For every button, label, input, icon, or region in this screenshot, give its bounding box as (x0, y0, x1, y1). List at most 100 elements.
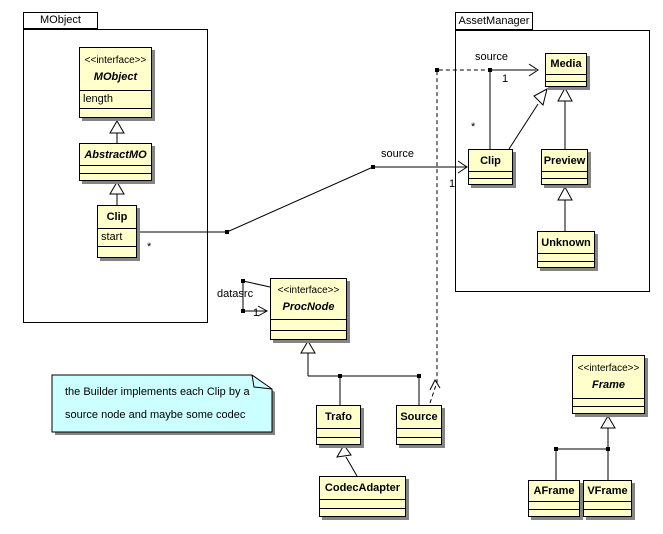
class-compartment (320, 508, 405, 518)
class-preview[interactable]: Preview (541, 149, 588, 185)
class-compartment (529, 509, 579, 518)
class-compartment (546, 81, 586, 88)
class-unknown[interactable]: Unknown (537, 231, 595, 268)
generalization-trafo-source-procnode[interactable] (300, 340, 421, 405)
class-title: Trafo (317, 406, 360, 428)
note-line: source node and maybe some codec (65, 409, 246, 421)
class-compartment (317, 437, 360, 446)
self-association-datasrc[interactable] (241, 279, 271, 317)
class-compartment (584, 509, 631, 518)
class-compartment (538, 261, 594, 269)
mult-one-datasrc: 1 (253, 307, 260, 319)
class-name: Frame (591, 379, 626, 391)
class-compartment (538, 253, 594, 261)
class-media[interactable]: Media (545, 53, 587, 87)
class-title: Unknown (538, 232, 594, 253)
class-procnode[interactable]: <<interface>> ProcNode (270, 278, 347, 340)
generalization-codecadapter-trafo[interactable] (336, 444, 358, 477)
class-compartment (529, 501, 579, 509)
class-name: Clip (480, 154, 501, 167)
class-title: VFrame (584, 481, 631, 501)
class-name: Unknown (541, 236, 591, 249)
class-name: VFrame (587, 485, 628, 497)
generalization-clip-abstractmo[interactable] (109, 181, 125, 205)
class-compartment (271, 330, 346, 341)
class-codecadapter[interactable]: CodecAdapter (319, 476, 406, 517)
class-title: Media (546, 54, 586, 74)
note-shape[interactable] (51, 374, 275, 435)
class-compartment (573, 398, 644, 406)
class-compartment (542, 178, 587, 186)
generalization-aframe-vframe-frame[interactable] (554, 415, 616, 480)
class-compartment (320, 499, 405, 508)
class-name: Preview (543, 154, 586, 167)
class-title: Source (397, 406, 441, 428)
class-compartment (542, 171, 587, 178)
class-name: CodecAdapter (324, 482, 401, 494)
class-compartment (317, 428, 360, 437)
association-clip-to-clip[interactable] (137, 160, 468, 234)
class-source[interactable]: Source (396, 405, 442, 445)
package-tab-assetmanager[interactable]: AssetManager (455, 12, 533, 30)
class-title: <<interface>> MObject (80, 48, 151, 90)
class-title: Clip (469, 150, 512, 171)
class-compartment (80, 173, 151, 182)
package-tab-mobject[interactable]: MObject (23, 12, 98, 29)
stereotype-label: <<interface>> (577, 363, 640, 374)
class-mobject-interface[interactable]: <<interface>> MObject length (79, 47, 152, 118)
class-compartment (584, 501, 631, 509)
note-text[interactable]: the Builder implements each Clip by a sou… (65, 381, 265, 427)
class-name: AbstractMO (84, 148, 147, 161)
label-datasrc: datasrc (217, 288, 254, 300)
class-name: Trafo (325, 411, 352, 423)
mult-star-clip2clip: * (147, 241, 152, 253)
class-abstractmo[interactable]: AbstractMO (79, 143, 152, 181)
class-title: <<interface>> ProcNode (271, 279, 346, 319)
class-compartment (469, 178, 512, 186)
class-clip-mobject[interactable]: Clip start (97, 205, 137, 258)
class-title: Preview (542, 150, 587, 171)
generalization-abstractmo-mobject[interactable] (109, 120, 125, 143)
association-clip-to-media[interactable] (488, 63, 539, 149)
class-compartment (469, 171, 512, 178)
class-aframe[interactable]: AFrame (528, 480, 580, 517)
class-trafo[interactable]: Trafo (316, 405, 361, 445)
generalization-unknown-preview[interactable] (557, 185, 573, 231)
class-compartment (397, 428, 441, 437)
class-name: Media (550, 58, 582, 70)
class-compartment: start (98, 228, 136, 246)
stereotype-label: <<interface>> (277, 285, 340, 296)
class-clip-assetmanager[interactable]: Clip (468, 149, 513, 185)
generalization-preview-media[interactable] (557, 86, 573, 149)
mult-one-clip2clip: 1 (449, 178, 456, 190)
class-name: Clip (106, 211, 128, 223)
class-name: Source (400, 411, 438, 423)
class-name: AFrame (533, 485, 575, 497)
class-compartment (98, 246, 136, 259)
class-name: ProcNode (282, 301, 335, 313)
class-compartment (546, 74, 586, 81)
stereotype-label: <<interface>> (84, 55, 147, 66)
class-compartment (271, 319, 346, 330)
class-title: CodecAdapter (320, 477, 405, 499)
mult-one-clip2media: 1 (502, 73, 509, 85)
label-source-clip2clip: source (381, 148, 415, 160)
class-title: AbstractMO (80, 144, 151, 165)
class-compartment: length (80, 90, 151, 108)
mult-star-clip2media: * (471, 121, 476, 133)
class-frame-interface[interactable]: <<interface>> Frame (572, 355, 645, 414)
class-compartment (573, 406, 644, 415)
note-line: the Builder implements each Clip by a (65, 386, 250, 398)
class-vframe[interactable]: VFrame (583, 480, 632, 517)
generalization-clipam-media[interactable] (508, 88, 548, 150)
class-title: Clip (98, 206, 136, 228)
class-compartment (397, 437, 441, 446)
label-source-clip2media: source (475, 51, 509, 63)
class-name: MObject (93, 71, 138, 83)
class-compartment (80, 108, 151, 119)
class-title: AFrame (529, 481, 579, 501)
dependency-source-to-media[interactable] (429, 68, 488, 404)
class-compartment (80, 165, 151, 173)
